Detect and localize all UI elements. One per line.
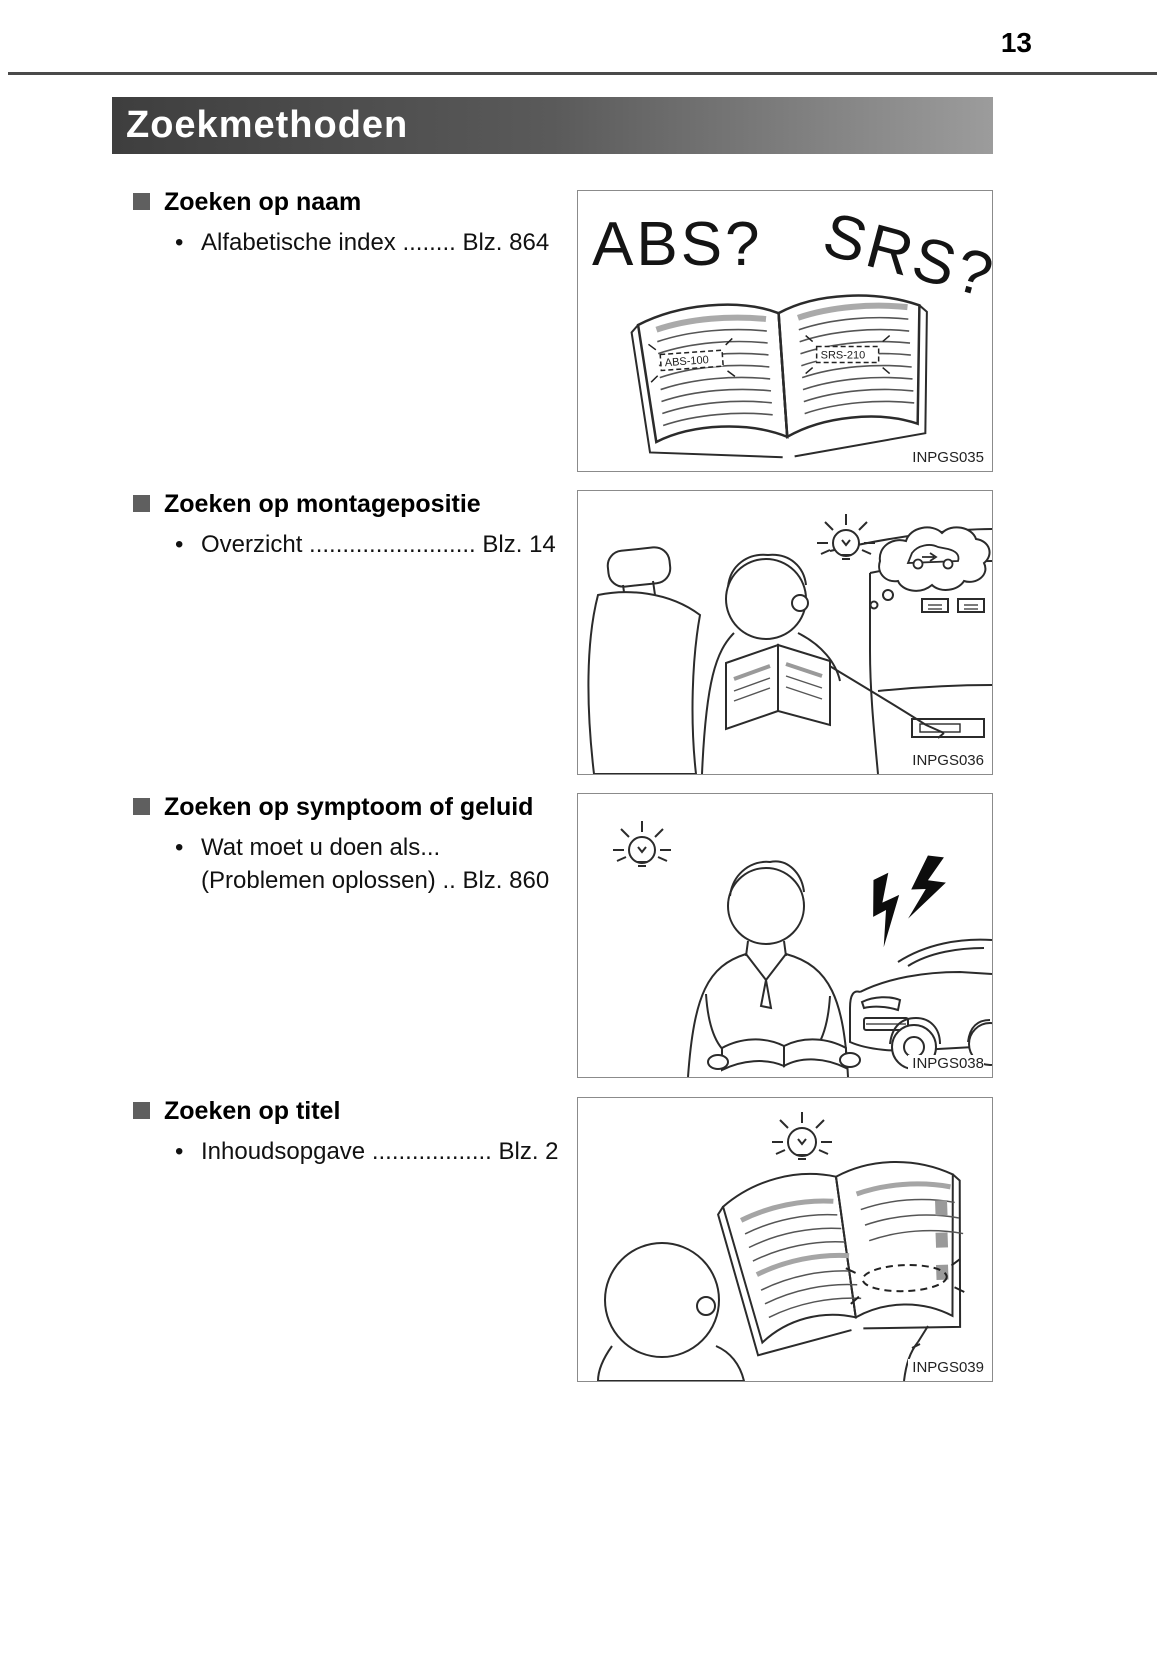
section-heading: Zoeken op naam [133,187,573,217]
srs-query-text: SRS? [816,200,992,312]
bullet-icon: • [175,1138,184,1165]
reader-person [596,1242,746,1381]
section-title: Zoeken op titel [164,1097,341,1125]
list-item: • Inhoudsopgave .................. Blz. … [175,1135,573,1168]
illustration-abs-srs-book: ABS? SRS? [592,200,992,459]
index-entry-line-2: (Problemen oplossen) .. Blz. 860 [201,867,550,894]
index-entry: Overzicht ......................... Blz.… [201,531,556,558]
svg-text:ABS-100: ABS-100 [664,354,709,369]
section-heading: Zoeken op titel [133,1096,573,1126]
abs-query-text: ABS? [592,210,763,279]
srs-page-tab: SRS-210 [805,334,891,375]
figure-code: INPGS039 [908,1359,984,1376]
section-title: Zoeken op naam [164,188,362,216]
thought-car-icon [906,544,960,570]
driver-person [701,553,945,774]
abs-page-tab: ABS-100 [648,337,736,383]
section-heading: Zoeken op montagepositie [133,489,573,519]
illustration-driver-with-manual [587,514,992,774]
index-entry: Inhoudsopgave .................. Blz. 2 [201,1138,559,1165]
car-seat [587,546,702,774]
thought-bubble [869,526,991,610]
man-person [687,860,849,1077]
section-zoeken-op-montagepositie: Zoeken op montagepositie • Overzicht ...… [133,489,573,561]
bullet-icon: • [175,834,184,861]
section-zoeken-op-symptoom: Zoeken op symptoom of geluid • Wat moet … [133,792,573,897]
open-manual [725,643,831,731]
section-zoeken-op-titel: Zoeken op titel • Inhoudsopgave ........… [133,1096,573,1168]
chapter-banner: Zoekmethoden [112,97,993,154]
chapter-title: Zoekmethoden [126,104,409,146]
index-entry: Alfabetische index ........ Blz. 864 [201,229,550,256]
index-entry-line-1: Wat moet u doen als... [201,834,441,861]
open-book-in-hands [707,1038,861,1072]
section-marker-icon [133,495,150,512]
illustration-man-and-car [613,821,992,1077]
lightbulb-icon [613,821,671,867]
figure-search-by-name: ABS? SRS? [577,190,993,472]
section-zoeken-op-naam: Zoeken op naam • Alfabetische index ....… [133,187,573,259]
list-item: • Alfabetische index ........ Blz. 864 [175,226,573,259]
lightning-bolts [873,855,946,948]
section-heading: Zoeken op symptoom of geluid [133,792,573,822]
bullet-icon: • [175,229,184,256]
bullet-icon: • [175,531,184,558]
section-marker-icon [133,1102,150,1119]
lightbulb-icon [772,1112,832,1160]
section-title: Zoeken op montagepositie [164,490,481,518]
figure-code: INPGS038 [908,1055,984,1072]
figure-search-by-symptom: INPGS038 [577,793,993,1078]
car [849,938,992,1070]
list-item: • Wat moet u doen als... (Problemen oplo… [175,831,573,897]
svg-text:SRS-210: SRS-210 [821,350,866,362]
figure-code: INPGS035 [908,449,984,466]
illustration-reader-with-contents [596,1112,965,1381]
lightbulb-icon [817,514,875,560]
section-title: Zoeken op symptoom of geluid [164,793,534,821]
open-book [717,1160,965,1357]
section-marker-icon [133,798,150,815]
section-marker-icon [133,193,150,210]
page-number: 13 [1000,27,1032,58]
open-book: ABS-100 SRS-210 [630,294,928,459]
top-rule [8,72,1157,75]
figure-search-by-title: INPGS039 [577,1097,993,1382]
index-tabs [935,1200,949,1281]
list-item: • Overzicht ......................... Bl… [175,528,573,561]
highlight-loop [845,1258,965,1305]
figure-search-by-position: INPGS036 [577,490,993,775]
pointing-hand [903,1325,929,1381]
figure-code: INPGS036 [908,752,984,769]
